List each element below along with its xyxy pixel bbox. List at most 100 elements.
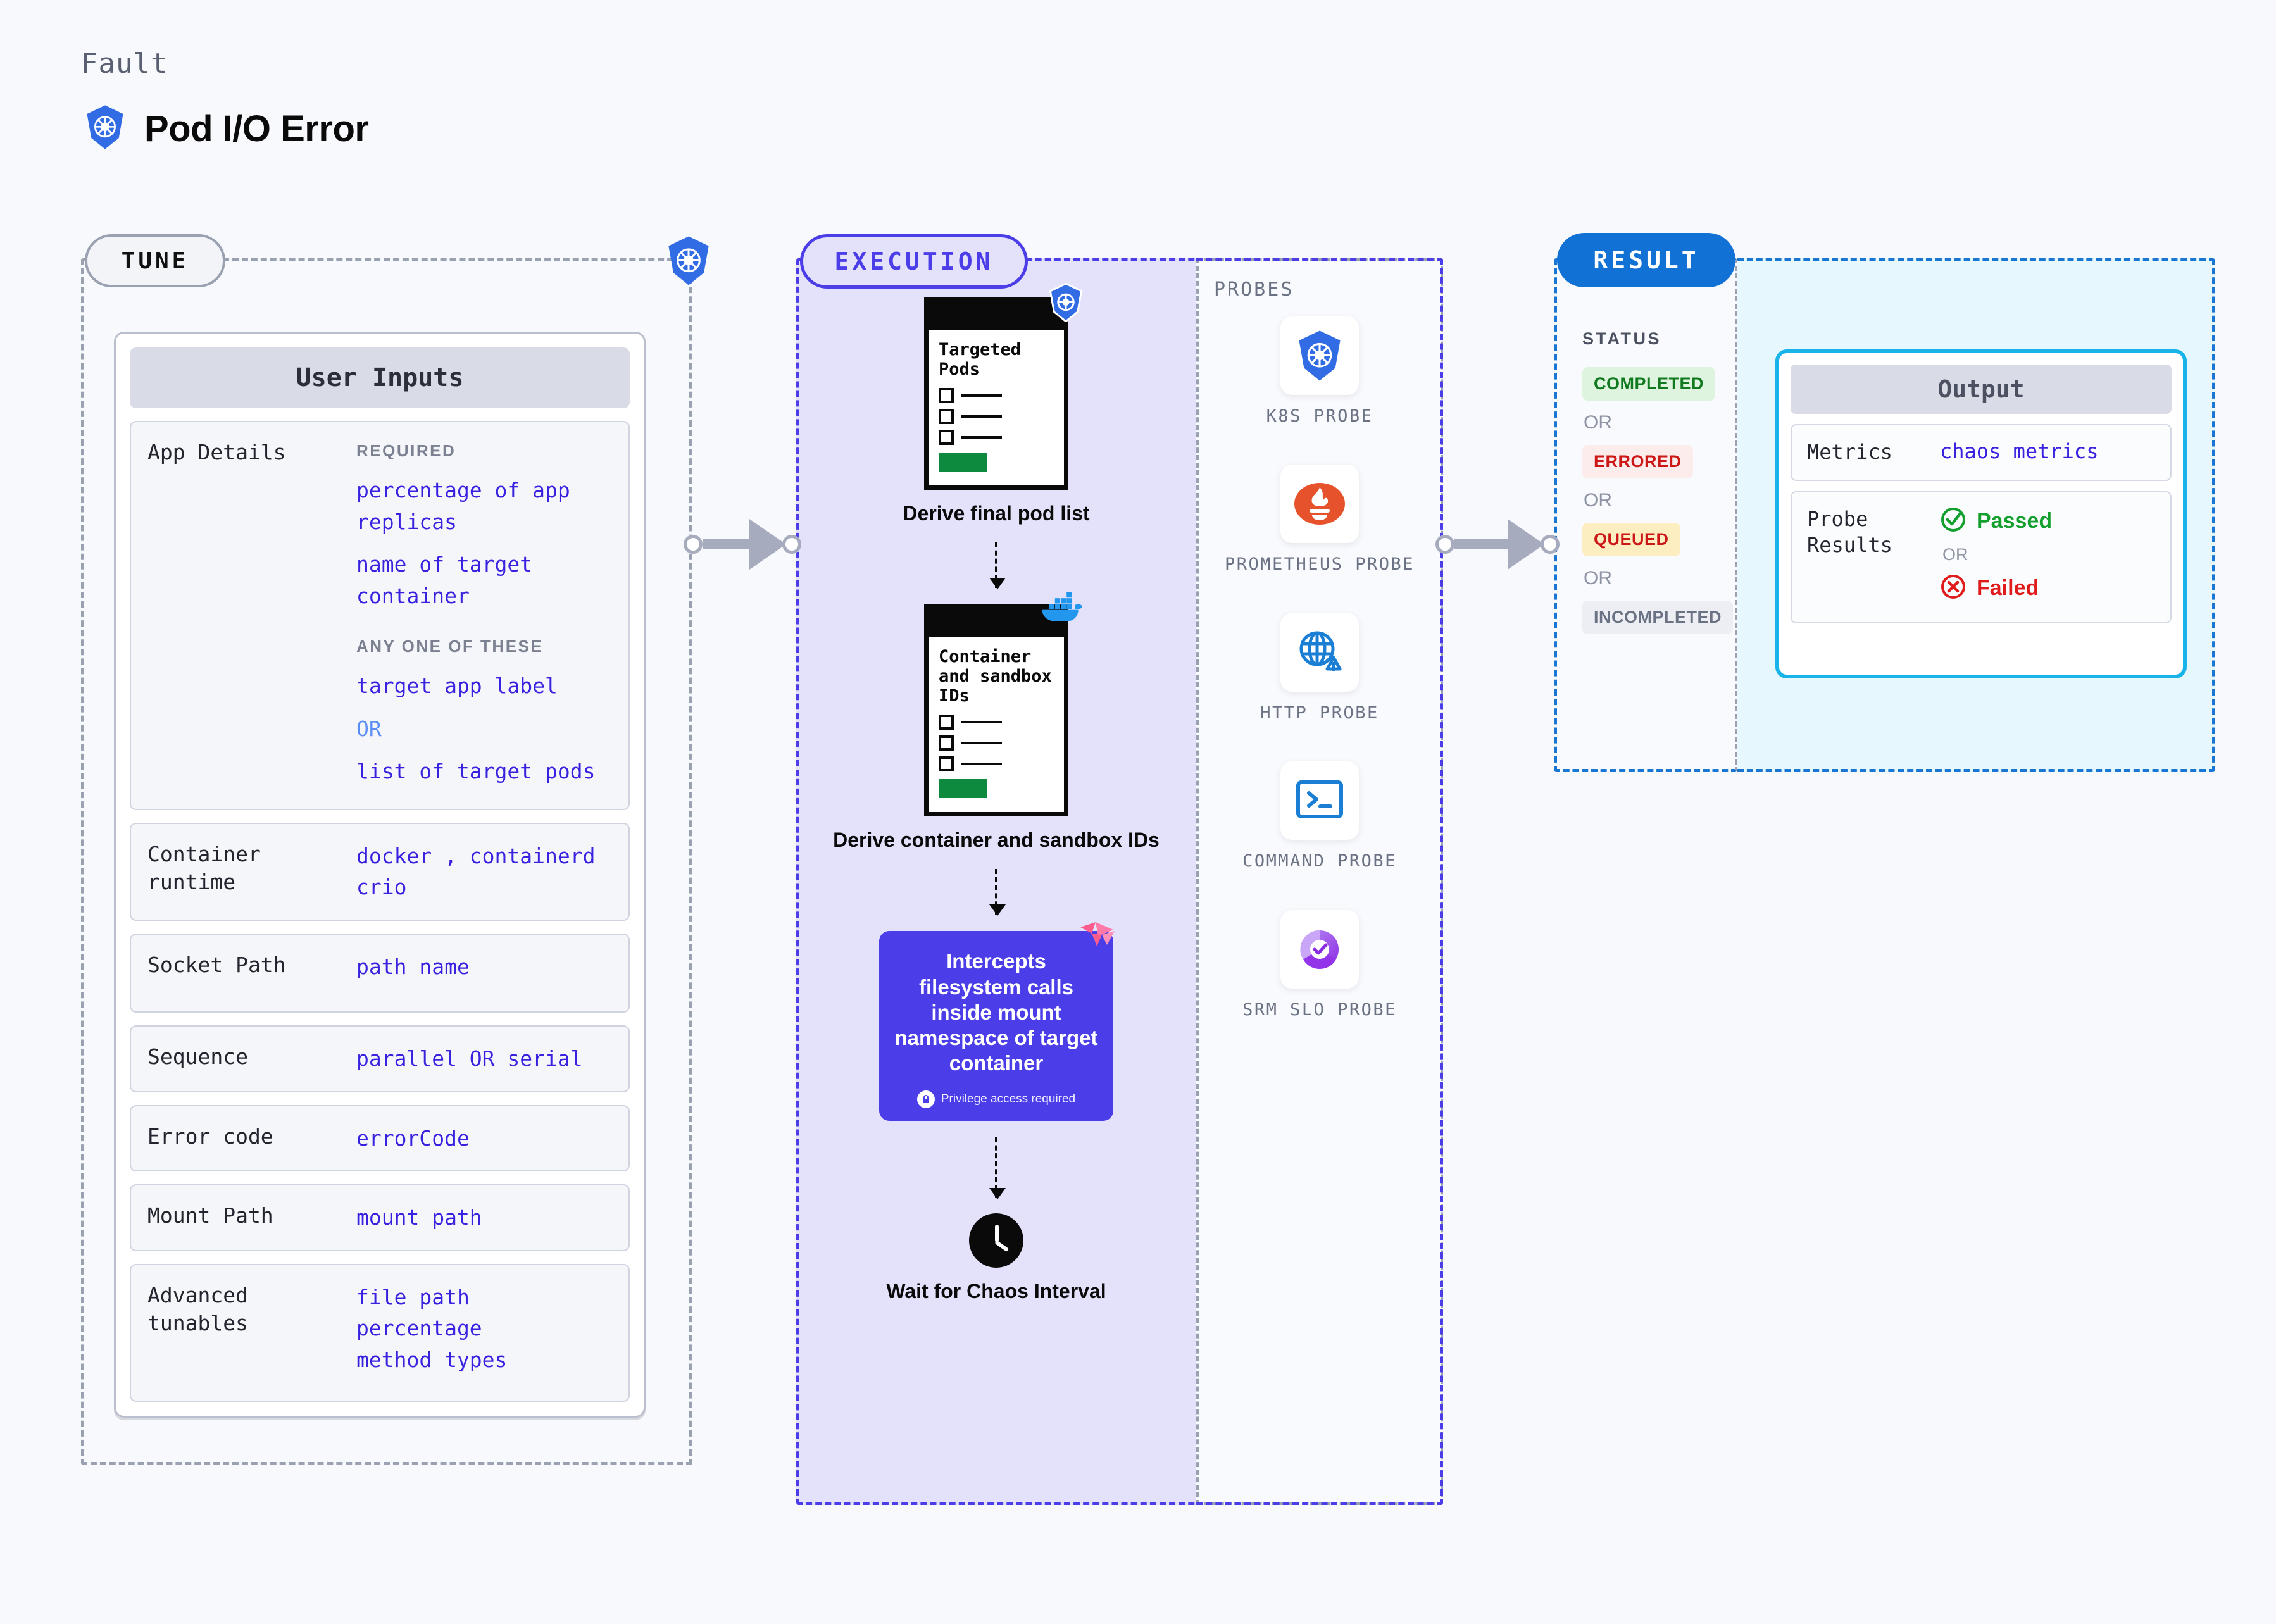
tune-row-error-code: Error code errorCode [130, 1104, 630, 1171]
tune-panel [81, 258, 692, 1465]
checkbox-icon [939, 388, 954, 404]
status-badge-completed: COMPLETED [1582, 367, 1716, 401]
stage-label-result: RESULT [1557, 233, 1735, 287]
or-separator: OR [1942, 544, 1968, 564]
tune-value: errorCode [356, 1125, 470, 1151]
kubernetes-icon [1280, 316, 1359, 395]
tune-row-values: path name [356, 951, 470, 983]
tune-row-sequence: Sequence parallel OR serial [130, 1025, 630, 1092]
checklist-item [939, 715, 1054, 730]
probes-panel-outline [1196, 258, 1443, 1505]
card-header-bar [929, 609, 1064, 637]
container-sandbox-card: Container and sandbox IDs [924, 592, 1083, 817]
tune-value: parallel OR serial [356, 1046, 583, 1071]
group-meta: ANY ONE OF THESE [356, 637, 544, 656]
connector-endpoint [1541, 535, 1560, 554]
line-placeholder [961, 763, 1002, 766]
checklist-item [939, 430, 1054, 446]
status-badge-incompleted: INCOMPLETED [1582, 601, 1734, 634]
kubernetes-icon [1046, 282, 1085, 323]
probe-result-values: Passed OR Failed [1940, 506, 2052, 603]
tune-value: path name [356, 954, 470, 979]
output-row-value: chaos metrics [1940, 439, 2099, 463]
output-row-label: Metrics [1807, 440, 1892, 464]
connector-endpoint [684, 535, 703, 554]
arrow-head-icon [1508, 519, 1544, 570]
probe-item-prometheus[interactable]: PROMETHEUS PROBE [1225, 465, 1415, 576]
execution-flow: Targeted Pods Derive final pod list [796, 282, 1196, 1304]
tune-value: name of target container [356, 552, 533, 608]
check-circle-icon [1940, 506, 1966, 536]
progress-bar [939, 779, 987, 799]
execution-node-label: Wait for Chaos Interval [886, 1279, 1106, 1302]
terminal-icon [1280, 761, 1359, 840]
tune-row-values: REQUIRED percentage of app replicas name… [356, 439, 612, 787]
output-row-label: Probe Results [1807, 506, 1892, 558]
tune-value: percentage of app replicas [356, 478, 570, 534]
line-placeholder [961, 721, 1002, 724]
or-separator: OR [356, 716, 382, 741]
probe-item-k8s[interactable]: K8S PROBE [1266, 316, 1373, 428]
tune-row-values: docker , containerd crio [356, 840, 596, 903]
probes-list: K8S PROBE PROMETHEUS PROBE [1196, 316, 1443, 1021]
fault-action-text: Intercepts filesystem calls inside mount… [894, 949, 1098, 1075]
tune-row-label: Socket Path [147, 952, 286, 977]
tune-row-label: Error code [147, 1123, 273, 1149]
probe-label: COMMAND PROBE [1242, 851, 1397, 871]
prometheus-icon [1280, 465, 1359, 544]
card-title: Container and sandbox IDs [939, 647, 1052, 706]
probe-item-command[interactable]: COMMAND PROBE [1242, 761, 1397, 873]
or-separator: OR [1584, 412, 1612, 433]
probe-result-failed-label: Failed [1977, 575, 2039, 600]
checklist-item [939, 735, 1054, 751]
tune-row-label: Sequence [147, 1044, 248, 1069]
kubernetes-icon [663, 235, 714, 286]
tune-row-values: errorCode [356, 1123, 470, 1154]
checkbox-icon [939, 409, 954, 425]
probe-item-http[interactable]: HTTP PROBE [1260, 613, 1379, 725]
status-badge-errored: ERRORED [1582, 445, 1693, 478]
status-badge-queued: QUEUED [1582, 523, 1680, 556]
fault-action-box: Intercepts filesystem calls inside mount… [879, 922, 1115, 1121]
line-placeholder [961, 742, 1002, 745]
tune-value: crio [356, 875, 407, 899]
tune-row-values: parallel OR serial [356, 1043, 583, 1075]
probe-item-srm-slo[interactable]: SRM SLO PROBE [1242, 909, 1397, 1021]
stage-label-tune: TUNE [85, 234, 225, 287]
probes-title: PROBES [1214, 278, 1294, 301]
x-circle-icon [1940, 573, 1966, 603]
line-placeholder [961, 415, 1002, 418]
probe-result-failed: Failed [1940, 573, 2052, 603]
privilege-note-text: Privilege access required [941, 1092, 1076, 1106]
connector-endpoint [782, 535, 801, 554]
docker-icon [1039, 590, 1083, 624]
output-row-metrics: Metrics chaos metrics [1791, 424, 2172, 481]
globe-warning-icon [1280, 613, 1359, 692]
checkbox-icon [939, 756, 954, 772]
card-body: Container and sandbox IDs [929, 637, 1064, 812]
or-separator: OR [1584, 568, 1612, 589]
probe-label: K8S PROBE [1266, 406, 1373, 426]
flow-arrow [989, 542, 1006, 590]
checklist-item [939, 756, 1054, 772]
clock-icon [969, 1213, 1023, 1268]
execution-node-label: Derive container and sandbox IDs [833, 828, 1160, 852]
connector-endpoint [1435, 535, 1454, 554]
tune-row-container-runtime: Container runtime docker , containerd cr… [130, 822, 630, 921]
or-separator: OR [1584, 490, 1612, 511]
probe-label: HTTP PROBE [1260, 703, 1379, 723]
card-title: Targeted Pods [939, 340, 1022, 380]
tune-value: file path [356, 1284, 470, 1309]
card-header-bar [929, 302, 1064, 330]
tune-row-label: Advanced tunables [147, 1282, 248, 1336]
tune-row-label: Mount Path [147, 1203, 273, 1228]
fault-kicker: Fault [81, 47, 168, 80]
output-row-probe-results: Probe Results Passed OR [1791, 490, 2172, 623]
line-placeholder [961, 436, 1002, 439]
connector-line [703, 539, 751, 549]
line-placeholder [961, 394, 1002, 397]
probe-result-passed: Passed [1940, 506, 2052, 536]
tune-value: mount path [356, 1205, 482, 1230]
arrow-head-icon [749, 519, 786, 570]
